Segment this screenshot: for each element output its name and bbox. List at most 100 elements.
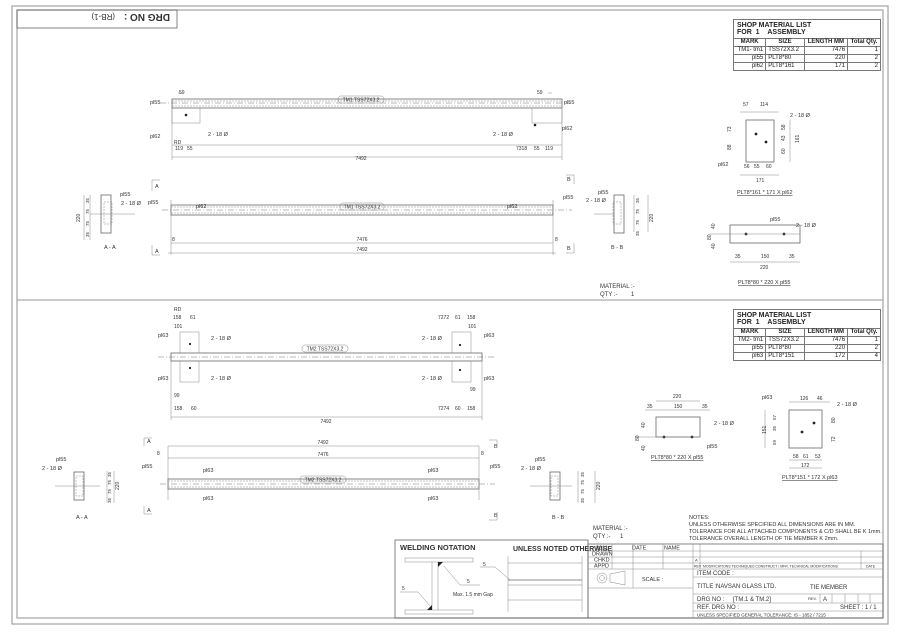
tm2-section-marker-b-top: B: [494, 444, 498, 450]
tm2-pl63-tr: pl63: [484, 333, 494, 339]
tm1-section-marker-a-bottom: A: [155, 249, 159, 255]
tm2-side-pl63-bl: pl63: [203, 496, 213, 502]
tm2-dim-158-bottom: 158: [174, 406, 183, 412]
cell-mark: pl55: [732, 344, 767, 353]
tb-drg-no-value: [TM.1 & TM.2]: [733, 597, 771, 603]
tm2-bb-dim: 35: [580, 497, 585, 503]
tm2-bb-dim: 75: [580, 488, 585, 494]
tm1-top-member-label: TM1 TSS72X3.2: [343, 98, 380, 104]
tm2-pl63-br: pl63: [484, 376, 494, 382]
welding-title: WELDING NOTATION: [400, 543, 476, 552]
tm1-bb-dim: 35: [635, 197, 640, 203]
tm2-side-pl63-br: pl63: [428, 496, 438, 502]
tm2-aa-dim: 35: [107, 497, 112, 503]
pl62-dim: 161: [795, 134, 801, 143]
tm2-dim-7272: 7272: [438, 315, 449, 321]
pl55-dim: 35: [735, 254, 741, 260]
tm2-pl55-dim: 35: [647, 404, 653, 410]
pl63-dim: 151: [762, 425, 768, 434]
table-title-count: 1: [755, 29, 760, 36]
pl63-dim: 59: [772, 439, 777, 445]
tm2-bb-dim: 35: [580, 471, 585, 477]
tm1-top-view: TM1 TSS72X3.2 pl55 pl55 pl62 pl62 2 - 18…: [150, 90, 574, 162]
pl63-caption: PLT8*151 * 172 X pl63: [782, 475, 838, 481]
tm2-side-member-label: TM2 TSS72X3.2: [305, 478, 342, 484]
header-box: [16, 9, 178, 29]
tm2-pl55-dim: 150: [674, 404, 683, 410]
tm1-section-aa: 220 35 75 75 35 pl55 2 - 18 Ø A - A: [76, 192, 142, 251]
tm2-dim-61-right: 61: [455, 315, 461, 321]
tm2-holes-tl: 2 - 18 Ø: [211, 336, 232, 342]
tm2-section-aa: 220 35 75 75 35 pl55 2 - 18 Ø A - A: [42, 457, 121, 521]
tm1-side-inner: 7476: [356, 237, 367, 243]
tm1-material-table: SHOP MATERIAL LIST FOR 1 ASSEMBLY MARK S…: [732, 19, 881, 71]
notes-line: TOLERANCE FOR ALL ATTACHED COMPONENTS & …: [689, 529, 882, 535]
tm1-material-label: MATERIAL :-: [600, 284, 635, 290]
pl63-dim: 57: [772, 414, 777, 420]
pl63-dim: 53: [815, 454, 821, 460]
tm2-pl55-holes: 2 - 18 Ø: [714, 421, 735, 427]
tm1-dim-7318: 7318: [516, 146, 527, 152]
tm1-top-pl55-left: pl55: [150, 100, 160, 106]
cell-qty: 1: [847, 336, 881, 345]
tm1-side-member-label: TM1 TSS72X3.2: [344, 205, 381, 211]
tm2-holes-br: 2 - 18 Ø: [422, 376, 443, 382]
notes-line: TOLERANCE OVERALL LENGTH OF TIE MEMBER K…: [689, 536, 839, 542]
projection-cone-icon: [609, 570, 626, 586]
notes-block: NOTES: UNLESS OTHERWISE SPECIFIED ALL DI…: [689, 515, 882, 542]
tb-scale: SCALE :: [642, 577, 664, 583]
tm1-plate-pl55: 40 80 40 35 150 35 220 pl55 2 - 18 Ø PLT…: [707, 217, 817, 286]
tm1-bb-dim: 75: [635, 219, 640, 225]
table-row: pl55 PLT8*80 220 2: [732, 344, 881, 353]
pl62-dim: 88: [727, 144, 733, 150]
cell-qty: 1: [847, 46, 881, 55]
tm2-pl55-pl: pl55: [707, 444, 717, 450]
tm2-plate-pl55: 220 35 150 35 40 80 40 2 - 18 Ø pl55 PLT…: [635, 394, 735, 461]
pl63-dim: 35: [772, 425, 777, 431]
welding-gap: Max. 1.5 mm Gap: [453, 592, 493, 598]
welding-unless: UNLESS NOTED OTHERWISE: [513, 546, 612, 553]
tm2-bb-pl: pl55: [535, 457, 545, 463]
tm2-aa-dim: 75: [107, 479, 112, 485]
tm2-section-marker-a-bottom: A: [147, 508, 151, 514]
tm2-dim-158-right-bottom: 158: [467, 406, 476, 412]
pl62-dim: 58: [781, 124, 787, 130]
cell-length: 172: [803, 352, 849, 361]
tm1-side-pl55-left: pl55: [148, 200, 158, 206]
col-size: SIZE: [765, 328, 805, 337]
pl62-holes: 2 - 18 Ø: [790, 113, 811, 119]
pl63-dim: 46: [817, 396, 823, 402]
tm1-aa-pl: pl55: [120, 192, 130, 198]
table-row: pl63 PLT8*151 172 4: [732, 352, 881, 361]
tb-modifications: MODIFICATIONS TECHNIQUES CONSTRUCT / MFR…: [703, 565, 839, 569]
notes-title: NOTES:: [689, 515, 710, 521]
tm1-section-bb: 220 35 75 75 35 pl55 2 - 18 Ø B - B: [586, 190, 655, 251]
weld-size-1: 5: [402, 586, 405, 592]
cell-size: PLT8*80: [765, 344, 805, 353]
tm2-qty-value: 1: [620, 534, 624, 540]
tm2-section-marker-b-bottom: B: [494, 513, 498, 519]
tm2-top-rd: RD: [174, 307, 182, 313]
tb-title-label: TITLE :: [697, 584, 717, 590]
weld-size-3: 5: [483, 562, 486, 568]
tm2-pl55-caption: PLT8*80 * 220 X pl55: [651, 455, 704, 461]
tm2-dim-101-right: 101: [468, 324, 477, 330]
tm1-top-overall: 7492: [355, 156, 366, 162]
tm2-side-pl63-tl: pl63: [203, 468, 213, 474]
tm2-aa-label: A - A: [76, 515, 88, 521]
pl55-dim: 150: [761, 254, 770, 260]
drawing-number-header: DRG NO : (RB-1): [91, 11, 170, 22]
tm2-bb-holes: 2 - 18 Ø: [521, 466, 542, 472]
col-qty: Total Qty.: [847, 38, 881, 47]
tb-ref-drg: REF. DRG NO :: [697, 605, 739, 611]
pl62-dim: 73: [727, 126, 733, 132]
tm2-side-view: TM2 TSS72X3.2 7492 7476 pl55 pl55 pl63 p…: [142, 437, 500, 521]
tm2-pl63-bl: pl63: [158, 376, 168, 382]
cell-size: TSS72X3.2: [765, 46, 805, 55]
tm2-dim-8-right: 8: [481, 451, 484, 457]
cell-qty: 2: [847, 344, 881, 353]
tm2-side-pl63-tr: pl63: [428, 468, 438, 474]
cell-mark: pl55: [732, 54, 767, 63]
table-title-text: SHOP MATERIAL LIST FOR: [737, 312, 812, 326]
cell-size: PLT8*80: [765, 54, 805, 63]
